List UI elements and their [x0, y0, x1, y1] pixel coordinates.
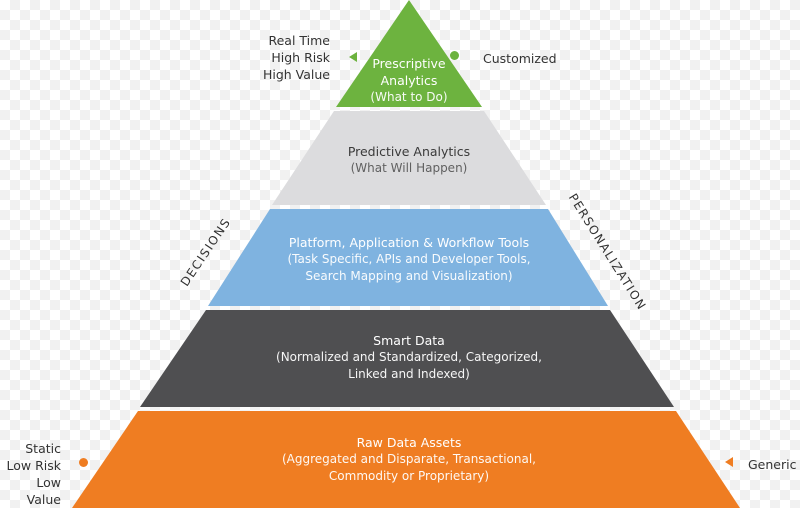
customized-label: Customized [483, 51, 557, 66]
tier-raw-data-title: Raw Data Assets [356, 435, 462, 450]
tier-smart-data-subtitle: (Normalized and Standardized, Categorize… [276, 350, 542, 364]
low-risk-label: Low Risk [6, 458, 62, 473]
tier-platform [208, 209, 608, 306]
tier-smart-data-subtitle-2: Linked and Indexed) [348, 367, 470, 381]
high-risk-label: High Risk [271, 50, 330, 65]
tier-predictive-text: Predictive Analytics (What Will Happen) [289, 143, 529, 177]
tier-smart-data-title: Smart Data [373, 333, 445, 348]
bottom-right-arrow-icon [725, 457, 733, 467]
top-left-annotation: Real Time High Risk High Value [238, 32, 330, 83]
tier-predictive [272, 111, 546, 205]
static-label: Static [25, 441, 61, 456]
tier-predictive-subtitle: (What Will Happen) [350, 161, 468, 175]
generic-label: Generic [748, 457, 797, 472]
tier-prescriptive-title-2: Analytics [380, 73, 438, 88]
tier-prescriptive-text: Prescriptive Analytics (What to Do) [349, 55, 469, 106]
low-value-label: Low Value [26, 475, 61, 507]
tier-raw-data-subtitle-2: Commodity or Proprietary) [328, 469, 490, 483]
tier-platform-subtitle-2: Search Mapping and Visualization) [305, 269, 513, 283]
real-time-label: Real Time [268, 33, 330, 48]
tier-prescriptive-title: Prescriptive [372, 56, 446, 71]
high-value-label: High Value [262, 67, 330, 82]
top-left-arrow-icon [349, 52, 357, 62]
top-right-dot-icon [450, 51, 459, 60]
tier-platform-subtitle: (Task Specific, APIs and Developer Tools… [287, 252, 531, 266]
tier-raw-data-subtitle: (Aggregated and Disparate, Transactional… [281, 452, 536, 466]
tier-raw-data [72, 411, 740, 508]
bottom-left-annotation: Static Low Risk Low Value [0, 440, 62, 508]
tier-platform-title: Platform, Application & Workflow Tools [288, 235, 530, 250]
tier-prescriptive [336, 0, 482, 107]
tier-smart-data-text: Smart Data (Normalized and Standardized,… [232, 332, 586, 383]
tier-platform-text: Platform, Application & Workflow Tools (… [244, 234, 574, 285]
tier-prescriptive-subtitle: (What to Do) [370, 90, 448, 104]
tier-raw-data-text: Raw Data Assets (Aggregated and Disparat… [222, 434, 596, 485]
tier-predictive-title: Predictive Analytics [347, 144, 471, 159]
tier-smart-data [140, 310, 674, 407]
bottom-left-dot-icon [79, 458, 88, 467]
